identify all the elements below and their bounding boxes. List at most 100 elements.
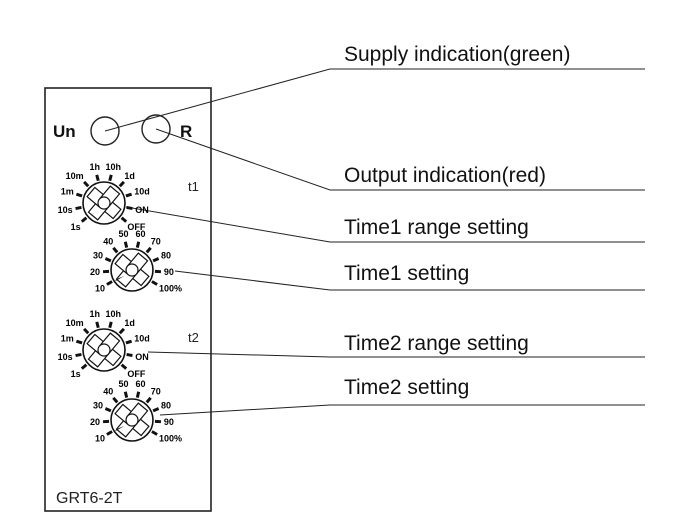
range1-tick-label: OFF bbox=[127, 222, 145, 232]
time1-tick-label: 40 bbox=[103, 237, 113, 247]
range2-hub bbox=[97, 343, 111, 357]
range2-tick-mark bbox=[80, 363, 88, 370]
leader-lines bbox=[104, 68, 645, 416]
range1-tick-mark bbox=[83, 180, 90, 188]
range2-tick-label: 10s bbox=[58, 352, 73, 362]
time1-tick-label: 80 bbox=[161, 250, 171, 260]
time1-tick-mark bbox=[112, 246, 119, 254]
time2-tick-label: 70 bbox=[151, 387, 161, 397]
time2-tick-mark bbox=[106, 430, 113, 436]
range1-tick-mark bbox=[75, 192, 83, 198]
leader-time2 bbox=[159, 404, 645, 416]
range2-tick-mark bbox=[83, 327, 90, 335]
time2-pointer bbox=[113, 426, 125, 433]
output-led bbox=[141, 114, 171, 144]
range2-tick-mark bbox=[95, 321, 100, 329]
range2-tick-mark bbox=[75, 352, 82, 358]
range1-tick-mark bbox=[75, 205, 82, 211]
range2-tick-label: 1s bbox=[71, 369, 81, 379]
range1-tick-label: 1m bbox=[61, 187, 74, 197]
time1-tick-mark bbox=[145, 246, 152, 254]
time1-hub bbox=[125, 263, 139, 277]
callout-time1: Time1 setting bbox=[344, 262, 469, 285]
leader-time2-range bbox=[147, 351, 645, 358]
callout-output: Output indication(red) bbox=[344, 164, 546, 187]
time1-tick-label: 10 bbox=[95, 284, 105, 294]
callout-time1-range: Time1 range setting bbox=[344, 216, 529, 239]
time2-tick-label: 40 bbox=[103, 387, 113, 397]
range1-tick-mark bbox=[125, 192, 133, 198]
range1-tick-label: 10m bbox=[66, 171, 84, 181]
range2-tick-mark bbox=[75, 339, 83, 345]
supply-led bbox=[90, 116, 120, 146]
time2-tick-label: 10 bbox=[95, 434, 105, 444]
range1-tick-label: 1d bbox=[124, 171, 135, 181]
range1-pointer bbox=[87, 210, 98, 218]
device-panel bbox=[44, 87, 212, 512]
time1-tick-mark bbox=[151, 280, 158, 286]
range1-tick-label: 10h bbox=[105, 162, 121, 172]
range1-tick-mark bbox=[108, 174, 113, 182]
time2-tick-mark bbox=[112, 396, 119, 404]
range2-tick-label: 1d bbox=[124, 318, 135, 328]
leader-time1 bbox=[174, 270, 645, 291]
time2-tick-mark bbox=[135, 391, 141, 398]
time2-tick-label: 30 bbox=[93, 400, 103, 410]
time1-tick-label: 50 bbox=[118, 229, 128, 239]
time2-tick-label: 100% bbox=[159, 434, 182, 444]
leader-time1-range bbox=[125, 206, 645, 243]
range1-tick-mark bbox=[95, 174, 100, 182]
time1-tick-mark bbox=[106, 280, 113, 286]
range2-tick-label: 10m bbox=[66, 318, 84, 328]
knob-id-t1: t1 bbox=[188, 179, 199, 194]
time1-tick-label: 60 bbox=[136, 229, 146, 239]
range1-tick-label: ON bbox=[135, 205, 149, 215]
model-label: GRT6-2T bbox=[56, 490, 123, 507]
time2-tick-label: 90 bbox=[164, 417, 174, 427]
time1-tick-mark bbox=[123, 241, 129, 248]
range2-tick-mark bbox=[120, 363, 128, 370]
range1-tick-mark bbox=[126, 205, 133, 211]
callout-time2-range: Time2 range setting bbox=[344, 332, 529, 355]
leader-output bbox=[155, 128, 645, 191]
range1-tick-mark bbox=[120, 216, 128, 223]
time2-tick-label: 50 bbox=[118, 379, 128, 389]
time2-tick-mark bbox=[104, 407, 112, 413]
range2-tick-label: OFF bbox=[127, 369, 145, 379]
range2-tick-label: 10d bbox=[134, 334, 150, 344]
time2-tick-label: 80 bbox=[161, 400, 171, 410]
range1-tick-mark bbox=[80, 216, 88, 223]
range2-tick-mark bbox=[118, 327, 125, 335]
time2-tick-label: 20 bbox=[90, 417, 100, 427]
range1-tick-label: 10d bbox=[134, 187, 150, 197]
time1-tick-label: 30 bbox=[93, 250, 103, 260]
range1-tick-mark bbox=[118, 180, 125, 188]
range2-tick-mark bbox=[108, 321, 113, 329]
range2-tick-label: 1h bbox=[90, 309, 101, 319]
knob-id-t2: t2 bbox=[188, 330, 199, 345]
time1-pointer bbox=[113, 276, 125, 283]
time1-tick-label: 100% bbox=[159, 284, 182, 294]
range2-tick-label: 10h bbox=[105, 309, 121, 319]
callout-time2: Time2 setting bbox=[344, 376, 469, 399]
supply-led-label: Un bbox=[53, 122, 76, 141]
time2-tick-label: 60 bbox=[136, 379, 146, 389]
time1-tick-mark bbox=[152, 257, 160, 263]
leader-supply bbox=[104, 68, 645, 132]
callout-supply: Supply indication(green) bbox=[344, 43, 570, 66]
range2-tick-label: 1m bbox=[61, 334, 74, 344]
time2-tick-mark bbox=[145, 396, 152, 404]
time2-hub bbox=[125, 413, 139, 427]
time1-tick-label: 70 bbox=[151, 237, 161, 247]
range2-pointer bbox=[87, 357, 98, 365]
time1-tick-label: 90 bbox=[164, 267, 174, 277]
time2-tick-mark bbox=[123, 391, 129, 398]
range2-tick-label: ON bbox=[135, 352, 149, 362]
range1-hub bbox=[97, 196, 111, 210]
range2-tick-mark bbox=[125, 339, 133, 345]
